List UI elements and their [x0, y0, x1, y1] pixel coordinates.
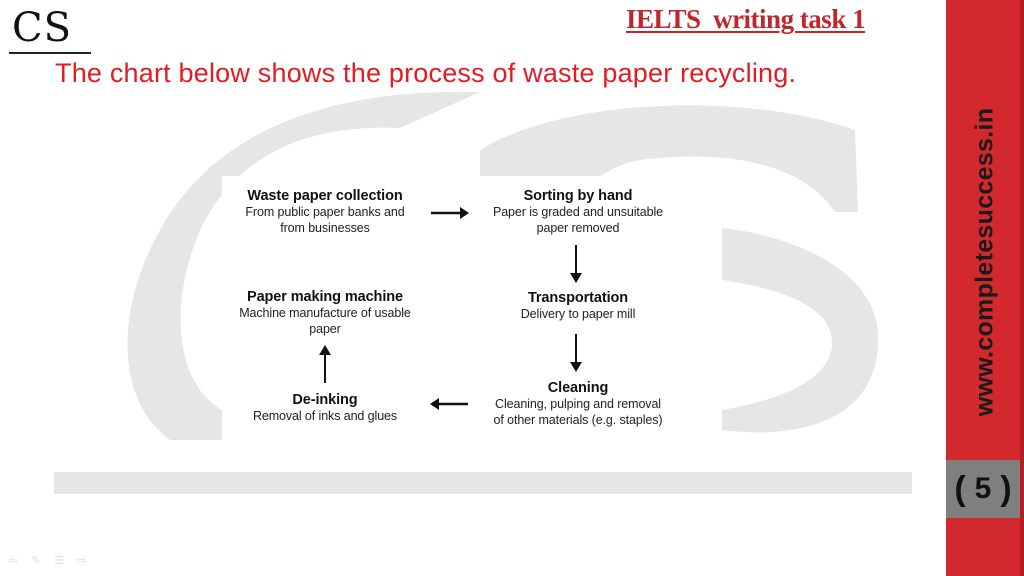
- step-sorting-by-hand: Sorting by hand Paper is graded and unsu…: [474, 188, 682, 236]
- page-number-badge: ( 5 ): [946, 460, 1020, 518]
- step-desc: paper: [309, 321, 341, 336]
- page-number: 5: [974, 472, 992, 505]
- step-title: Transportation: [527, 290, 629, 306]
- step-transportation: Transportation Delivery to paper mill: [474, 290, 682, 323]
- step-desc: from businesses: [280, 220, 370, 235]
- step-title: Waste paper collection: [247, 188, 403, 204]
- step-desc: From public paper banks and: [245, 205, 405, 219]
- task-title: IELTS writing task 1: [626, 4, 866, 34]
- arrow-right-icon: [431, 207, 469, 219]
- recycling-process-diagram: Waste paper collection From public paper…: [222, 176, 722, 434]
- step-desc: Delivery to paper mill: [520, 307, 636, 321]
- arrow-down-icon: [570, 334, 582, 372]
- forward-arrow-icon[interactable]: ⇨: [77, 555, 87, 567]
- logo-underline: [9, 52, 91, 54]
- pen-icon[interactable]: ✎: [31, 555, 41, 567]
- arrow-left-icon: [430, 398, 468, 410]
- step-desc: paper removed: [536, 220, 620, 235]
- step-desc: of other materials (e.g. staples): [493, 412, 663, 427]
- slide-nav-toolbar: ⇦ ✎ ☰ ⇨: [6, 554, 89, 567]
- step-title: Cleaning: [547, 380, 609, 396]
- step-desc: Machine manufacture of usable: [239, 306, 411, 320]
- website-url: www.completesuccess.in: [970, 107, 999, 417]
- menu-icon[interactable]: ☰: [54, 555, 64, 567]
- step-cleaning: Cleaning Cleaning, pulping and removal o…: [474, 380, 682, 428]
- step-desc: Paper is graded and unsuitable: [492, 205, 664, 219]
- step-desc: Cleaning, pulping and removal: [495, 397, 661, 411]
- step-title: Sorting by hand: [523, 188, 633, 204]
- cs-logo: CS: [12, 5, 73, 51]
- step-title: Paper making machine: [247, 289, 403, 305]
- step-paper-making-machine: Paper making machine Machine manufacture…: [222, 289, 428, 337]
- step-waste-paper-collection: Waste paper collection From public paper…: [222, 188, 428, 236]
- slide-subtitle: The chart below shows the process of was…: [55, 58, 797, 88]
- arrow-up-icon: [319, 345, 331, 383]
- paren-close: ): [1000, 469, 1012, 508]
- arrow-down-icon: [570, 245, 582, 283]
- step-de-inking: De-inking Removal of inks and glues: [222, 392, 428, 425]
- step-desc: Removal of inks and glues: [252, 409, 398, 423]
- back-arrow-icon[interactable]: ⇦: [8, 555, 18, 567]
- watermark-bar: [54, 472, 912, 494]
- sidebar-edge: [1020, 0, 1024, 576]
- step-title: De-inking: [292, 392, 358, 408]
- paren-open: (: [954, 469, 966, 508]
